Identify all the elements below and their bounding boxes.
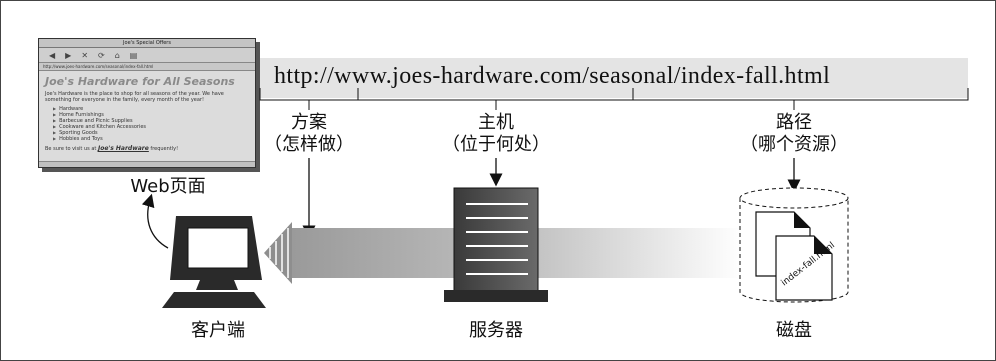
back-icon: ◀ — [49, 50, 56, 60]
document-icon: index-fall.html — [775, 235, 837, 301]
scheme-subtitle: （怎样做） — [264, 134, 354, 155]
print-icon: ▤ — [129, 50, 138, 60]
client-label: 客户端 — [191, 320, 245, 341]
path-bracket — [632, 88, 969, 101]
server-icon — [444, 187, 548, 302]
stop-icon: ✕ — [81, 50, 89, 60]
display-curve-arrow — [141, 193, 169, 249]
url-band — [260, 58, 968, 98]
disk-label: 磁盘 — [776, 320, 812, 341]
list-item: Hobbies and Toys — [53, 136, 249, 142]
page-intro: Joe's Hardware is the place to shop for … — [45, 91, 224, 103]
list-item: Home Furnishings — [53, 112, 249, 118]
scheme-bracket — [259, 88, 359, 101]
url-segment-brackets — [259, 88, 969, 101]
list-item: Hardware — [53, 106, 249, 112]
list-item: Barbecue and Picnic Supplies — [53, 118, 249, 124]
browser-window-thumbnail: Joe's Special Offers ◀ ▶ ✕ ⟳ ⌂ ▤ http://… — [38, 38, 256, 168]
home-icon: ⌂ — [114, 50, 120, 60]
forward-icon: ▶ — [65, 50, 72, 60]
browser-toolbar: ◀ ▶ ✕ ⟳ ⌂ ▤ — [39, 48, 255, 63]
url-text: http://www.joes-hardware.com/seasonal/in… — [274, 63, 831, 89]
computer-icon — [162, 216, 266, 308]
browser-address-bar: http://www.joes-hardware.com/seasonal/in… — [39, 63, 255, 71]
list-item: Cookware and Kitchen Accessories — [53, 124, 249, 130]
page-footer: Be sure to visit us at Joe's Hardware fr… — [45, 145, 179, 152]
path-subtitle: （哪个资源） — [740, 134, 848, 155]
host-title: 主机 — [478, 112, 514, 133]
path-title: 路径 — [776, 112, 812, 133]
browser-status-bar — [39, 161, 255, 167]
page-headline: Joe's Hardware for All Seasons — [45, 75, 235, 88]
web-page-label: Web页面 — [130, 176, 205, 197]
server-label: 服务器 — [469, 320, 523, 341]
footer-brand-link: Joe's Hardware — [97, 145, 149, 152]
list-item: Sporting Goods — [53, 130, 249, 136]
host-subtitle: （位于何处） — [442, 134, 550, 155]
reload-icon: ⟳ — [98, 50, 105, 60]
host-bracket — [357, 88, 634, 101]
product-list: Hardware Home Furnishings Barbecue and P… — [53, 106, 249, 142]
browser-page-content: Joe's Hardware for All Seasons Joe's Har… — [39, 71, 255, 167]
browser-title-bar: Joe's Special Offers — [39, 39, 255, 48]
scheme-title: 方案 — [291, 112, 327, 133]
